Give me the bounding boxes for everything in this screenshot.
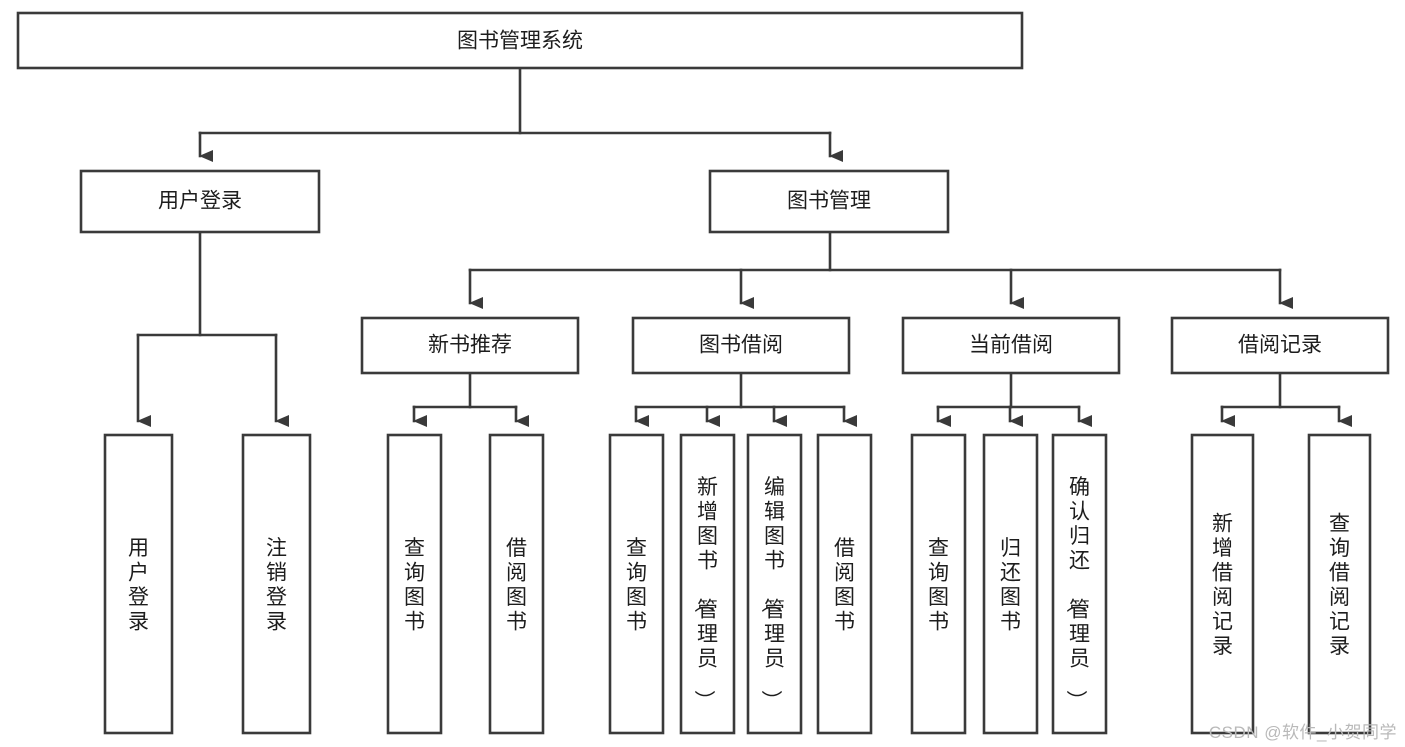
leaf-add-record-label: 新增借阅记录 [1212, 513, 1233, 659]
leaf-confirm-return-box[interactable] [1051, 433, 1108, 735]
leaf-node-layer: 用户登录 注销登录 查询图书 借阅图书 查询图书 新增图书（管理员） 编辑图书（管理员） 借阅… [103, 433, 1372, 735]
leaf-query-book-cur-label: 查询图书 [928, 537, 949, 634]
leaf-borrow-book-rec-box[interactable] [488, 433, 545, 735]
node-user-login-label: 用户登录 [158, 190, 242, 213]
leaf-query-book-cur[interactable]: 查询图书 [910, 433, 967, 735]
node-book-mgmt-label: 图书管理 [787, 190, 871, 213]
leaf-query-book-cur-box[interactable] [910, 433, 967, 735]
node-book-borrow-box[interactable] [631, 316, 851, 375]
node-book-mgmt[interactable]: 图书管理 [708, 169, 950, 234]
leaf-user-logout-label: 注销登录 [266, 537, 287, 634]
leaf-user-logout[interactable]: 注销登录 [241, 433, 312, 735]
node-borrow-record-box[interactable] [1170, 316, 1390, 375]
node-book-borrow-label: 图书借阅 [699, 334, 783, 357]
node-root[interactable]: 图书管理系统 [16, 11, 1024, 70]
node-user-login-box[interactable] [79, 169, 321, 234]
watermark-text: CSDN @软件_小贺同学 [1208, 723, 1397, 742]
leaf-add-book-box[interactable] [679, 433, 736, 735]
leaf-query-book-rec[interactable]: 查询图书 [386, 433, 443, 735]
leaf-user-login-box[interactable] [103, 433, 174, 735]
leaf-edit-book-label: 编辑图书（管理员） [759, 476, 785, 711]
node-new-book-rec[interactable]: 新书推荐 [360, 316, 580, 375]
leaf-query-record[interactable]: 查询借阅记录 [1307, 433, 1372, 735]
node-root-label: 图书管理系统 [457, 30, 583, 53]
leaf-borrow-book-brw-box[interactable] [816, 433, 873, 735]
leaf-return-book[interactable]: 归还图书 [982, 433, 1039, 735]
leaf-add-book-label: 新增图书（管理员） [692, 476, 718, 711]
node-current-borrow-label: 当前借阅 [969, 334, 1053, 357]
leaf-add-book[interactable]: 新增图书（管理员） [679, 433, 736, 735]
node-borrow-record-label: 借阅记录 [1238, 334, 1322, 357]
leaf-query-book-rec-label: 查询图书 [404, 537, 425, 634]
connectors [136, 66, 1352, 427]
leaf-add-record-box[interactable] [1190, 433, 1255, 735]
node-current-borrow-box[interactable] [901, 316, 1121, 375]
node-user-login[interactable]: 用户登录 [79, 169, 321, 234]
leaf-add-record[interactable]: 新增借阅记录 [1190, 433, 1255, 735]
leaf-query-book-brw-label: 查询图书 [626, 537, 647, 634]
leaf-user-logout-box[interactable] [241, 433, 312, 735]
leaf-query-book-brw-box[interactable] [608, 433, 665, 735]
leaf-borrow-book-brw[interactable]: 借阅图书 [816, 433, 873, 735]
leaf-user-login-label: 用户登录 [128, 537, 149, 634]
leaf-return-book-box[interactable] [982, 433, 1039, 735]
leaf-user-login[interactable]: 用户登录 [103, 433, 174, 735]
leaf-query-record-box[interactable] [1307, 433, 1372, 735]
leaf-return-book-label: 归还图书 [1000, 537, 1021, 634]
leaf-borrow-book-brw-label: 借阅图书 [834, 537, 855, 634]
node-root-box[interactable] [16, 11, 1024, 70]
node-book-mgmt-box[interactable] [708, 169, 950, 234]
leaf-borrow-book-rec[interactable]: 借阅图书 [488, 433, 545, 735]
node-new-book-rec-box[interactable] [360, 316, 580, 375]
leaf-edit-book[interactable]: 编辑图书（管理员） [746, 433, 803, 735]
leaf-confirm-return[interactable]: 确认归还（管理员） [1051, 433, 1108, 735]
leaf-query-book-brw[interactable]: 查询图书 [608, 433, 665, 735]
leaf-confirm-return-label: 确认归还（管理员） [1064, 476, 1090, 711]
node-new-book-rec-label: 新书推荐 [428, 334, 512, 357]
leaf-borrow-book-rec-label: 借阅图书 [506, 537, 527, 634]
node-book-borrow[interactable]: 图书借阅 [631, 316, 851, 375]
node-borrow-record[interactable]: 借阅记录 [1170, 316, 1390, 375]
node-current-borrow[interactable]: 当前借阅 [901, 316, 1121, 375]
leaf-edit-book-box[interactable] [746, 433, 803, 735]
leaf-query-record-label: 查询借阅记录 [1329, 513, 1350, 659]
leaf-query-book-rec-box[interactable] [386, 433, 443, 735]
